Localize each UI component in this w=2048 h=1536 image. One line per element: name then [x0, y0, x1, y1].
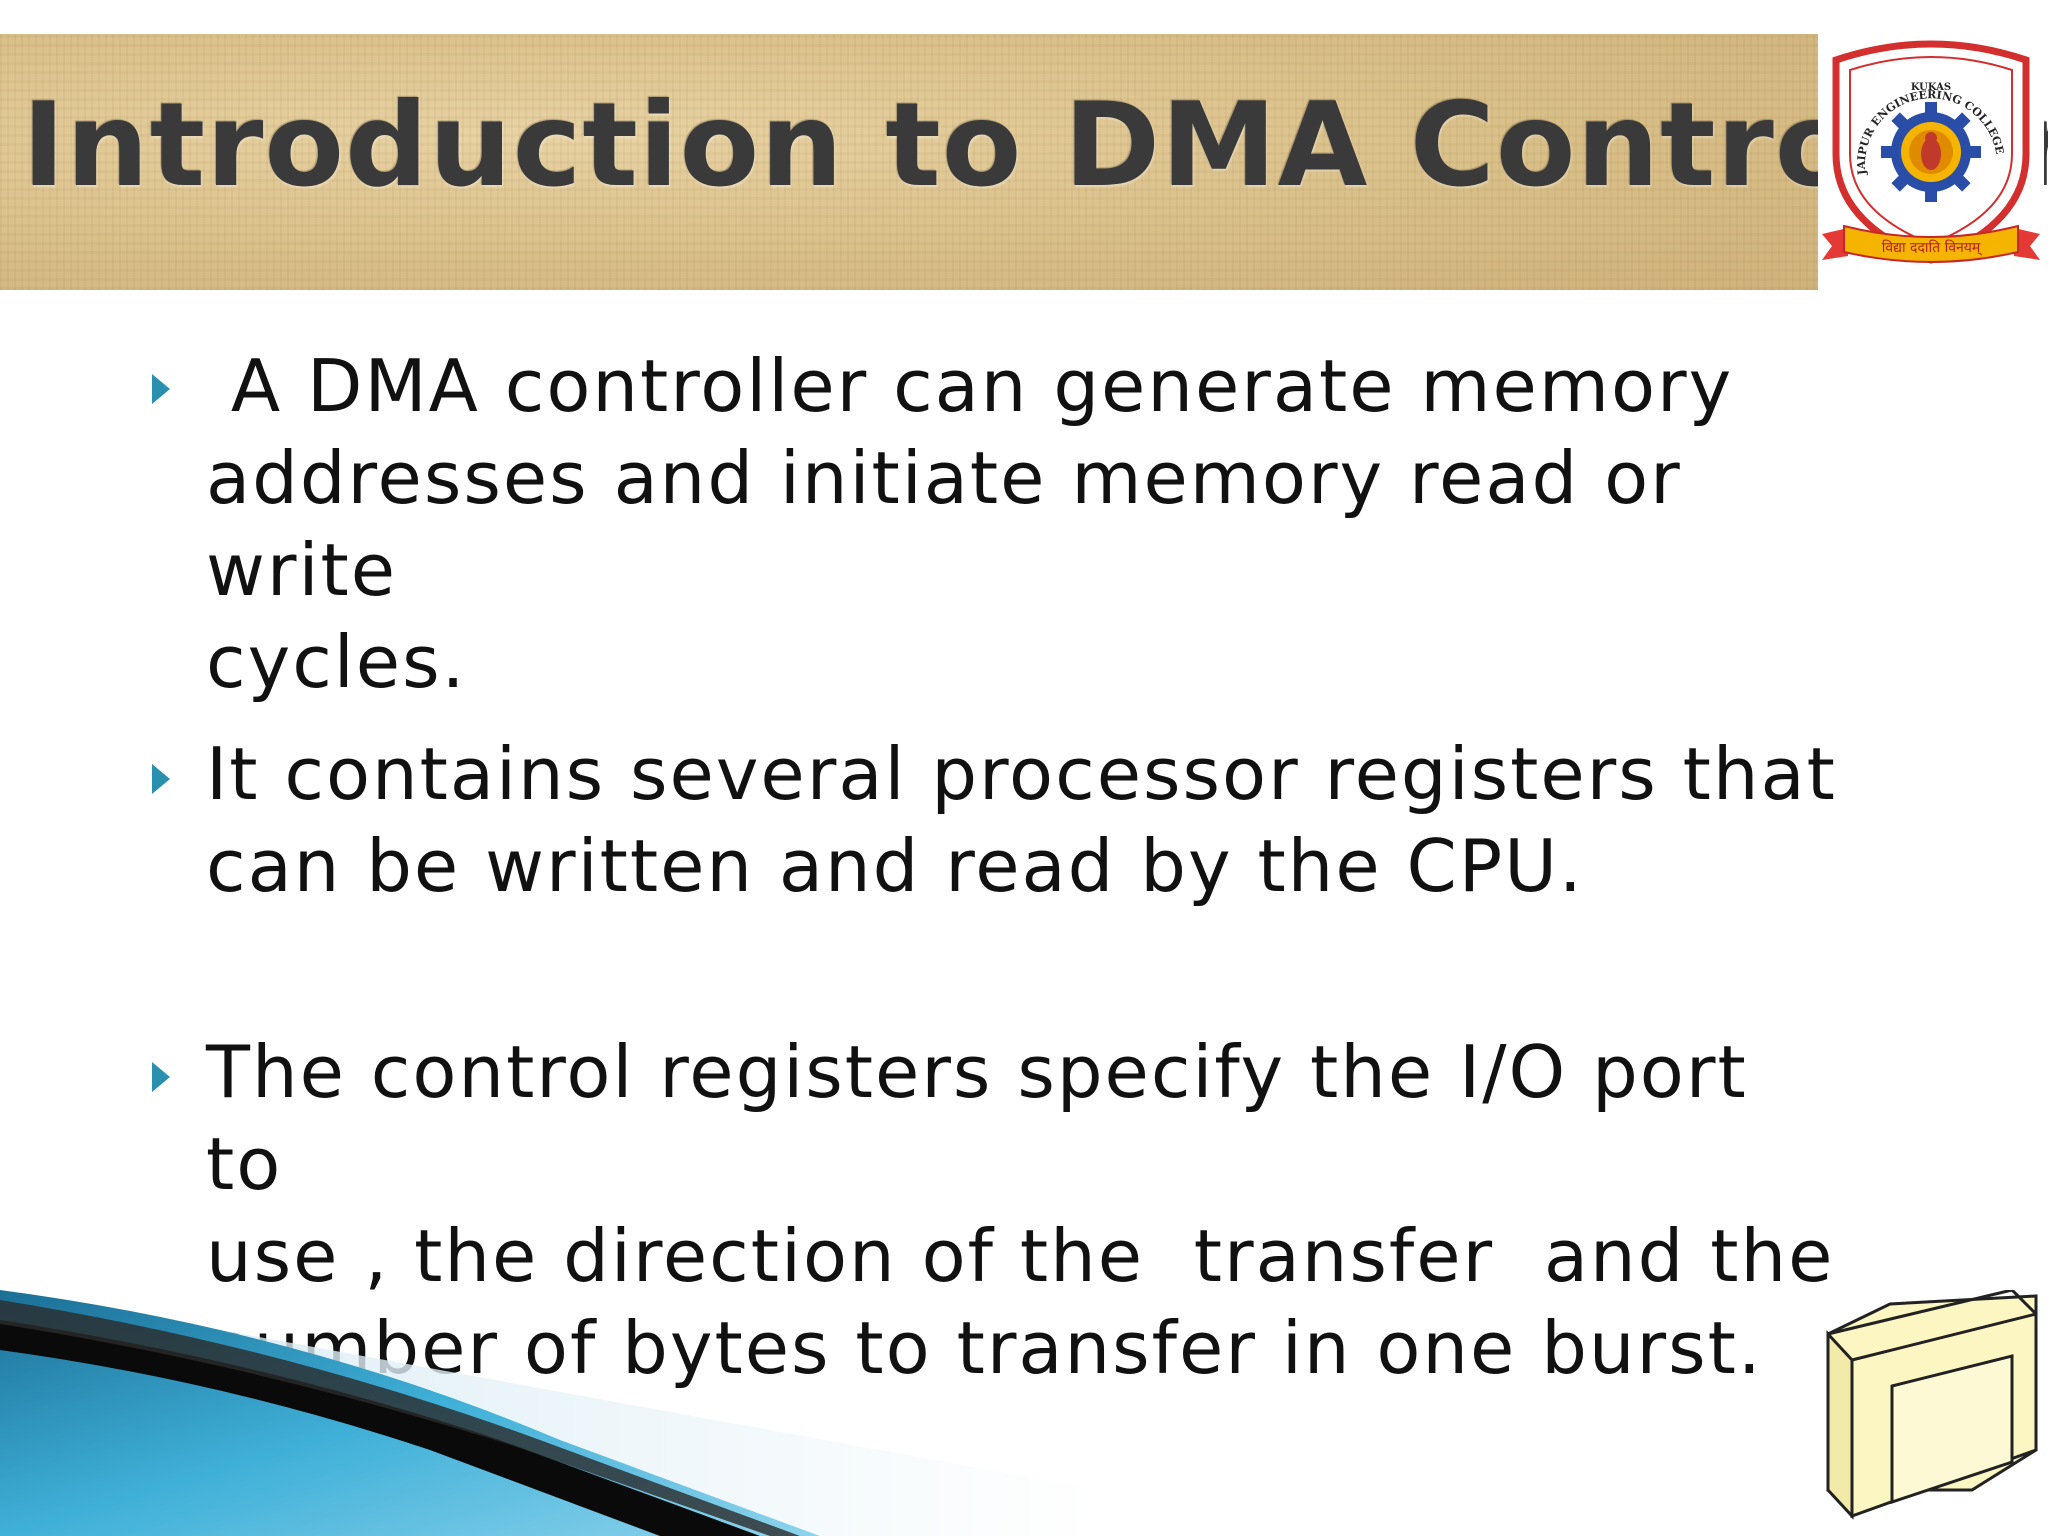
- bullet-arrow-icon: [152, 374, 170, 404]
- title-band: [0, 34, 1818, 290]
- decorative-swoosh: [0, 1290, 1100, 1536]
- bullet-item-2: It contains several processor registers …: [206, 732, 1837, 908]
- bullet-arrow-icon: [152, 1062, 170, 1092]
- slide-title: Introduction to DMA Controller: [22, 78, 2048, 213]
- logo-sub-text: KUKAS: [1911, 82, 1951, 93]
- bullet-item-1: A DMA controller can generate memory add…: [206, 344, 1734, 704]
- bullet-arrow-icon: [152, 764, 170, 794]
- bullet-item-3: The control registers specify the I/O po…: [206, 1030, 1835, 1390]
- logo-ribbon-text: विद्या ददाति विनयम्: [1882, 239, 1983, 256]
- decorative-3d-box: [1826, 1290, 2038, 1520]
- college-logo-icon: JAIPUR ENGINEERING COLLEGE KUKAS: [1818, 34, 2044, 282]
